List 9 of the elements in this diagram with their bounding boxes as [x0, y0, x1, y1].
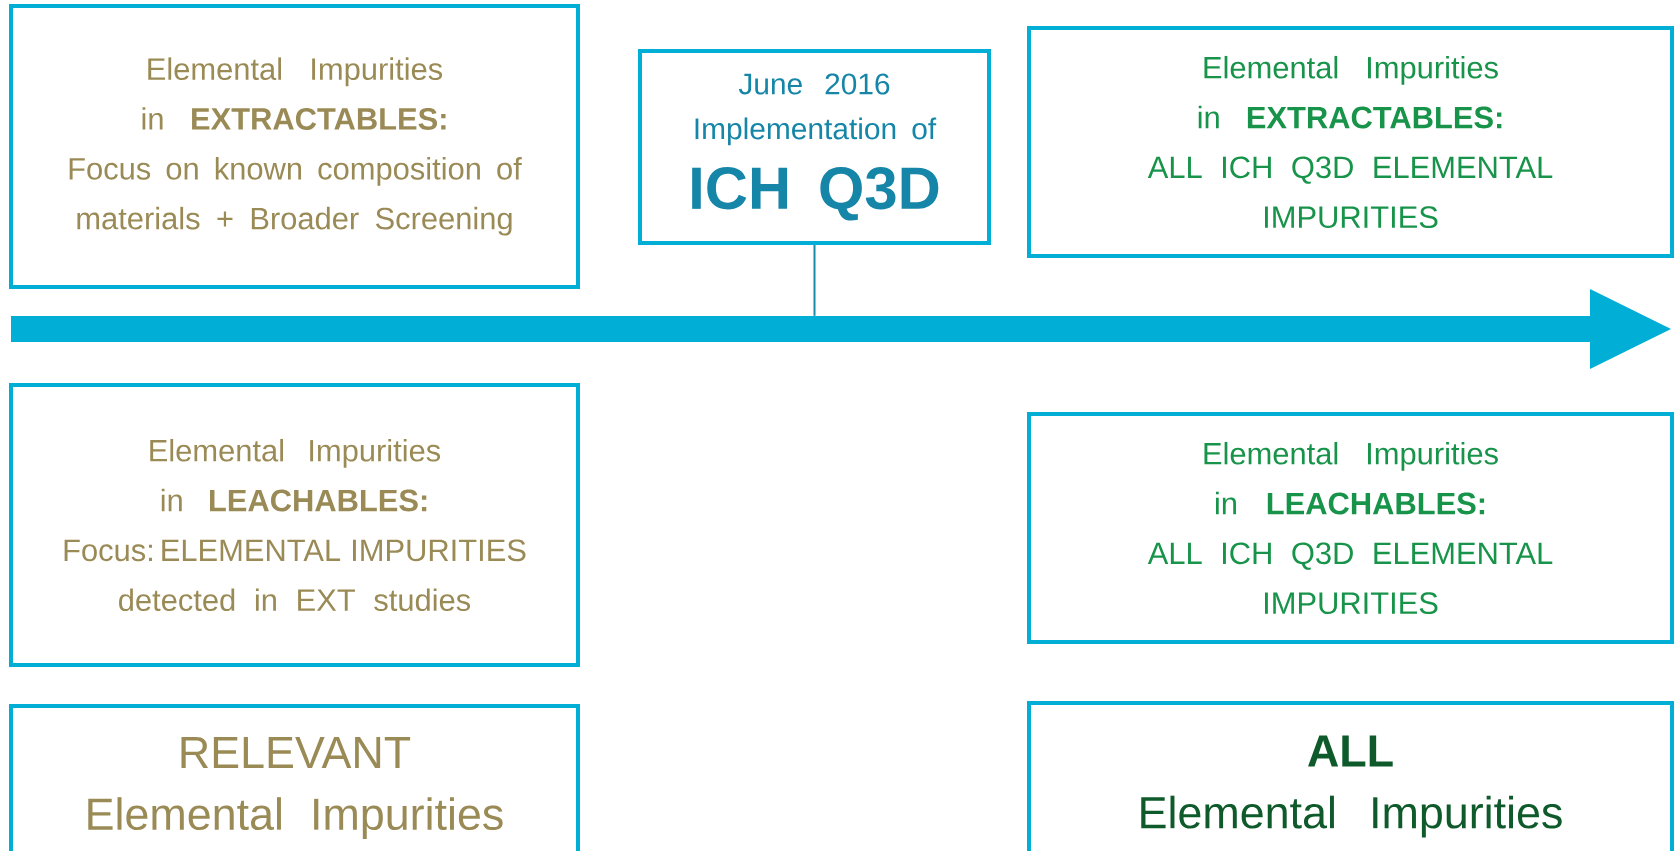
text-box: Elemental Impurities in EXTRACTABLES: ALL ICH Q3D ELEMENTAL IMPURITIES — [1027, 26, 1675, 258]
text-box: RELEVANT Elemental Impurities — [9, 704, 580, 851]
connector-line — [813, 244, 816, 317]
text-box: Elemental Impurities in EXTRACTABLES: Focus on known composition of materials + Broader Screening — [9, 4, 580, 289]
timeline-arrow — [11, 289, 1671, 369]
text-box: Elemental Impurities in LEACHABLES: ALL ICH Q3D ELEMENTAL IMPURITIES — [1027, 412, 1675, 644]
milestone-box: June 2016 Implementation of ICH Q3D — [638, 49, 991, 245]
text-box: ALL Elemental Impurities — [1027, 701, 1675, 851]
text-box: Elemental Impurities in LEACHABLES: Focus: ELEMENTAL IMPURITIES detected in EXT studies — [9, 383, 580, 667]
